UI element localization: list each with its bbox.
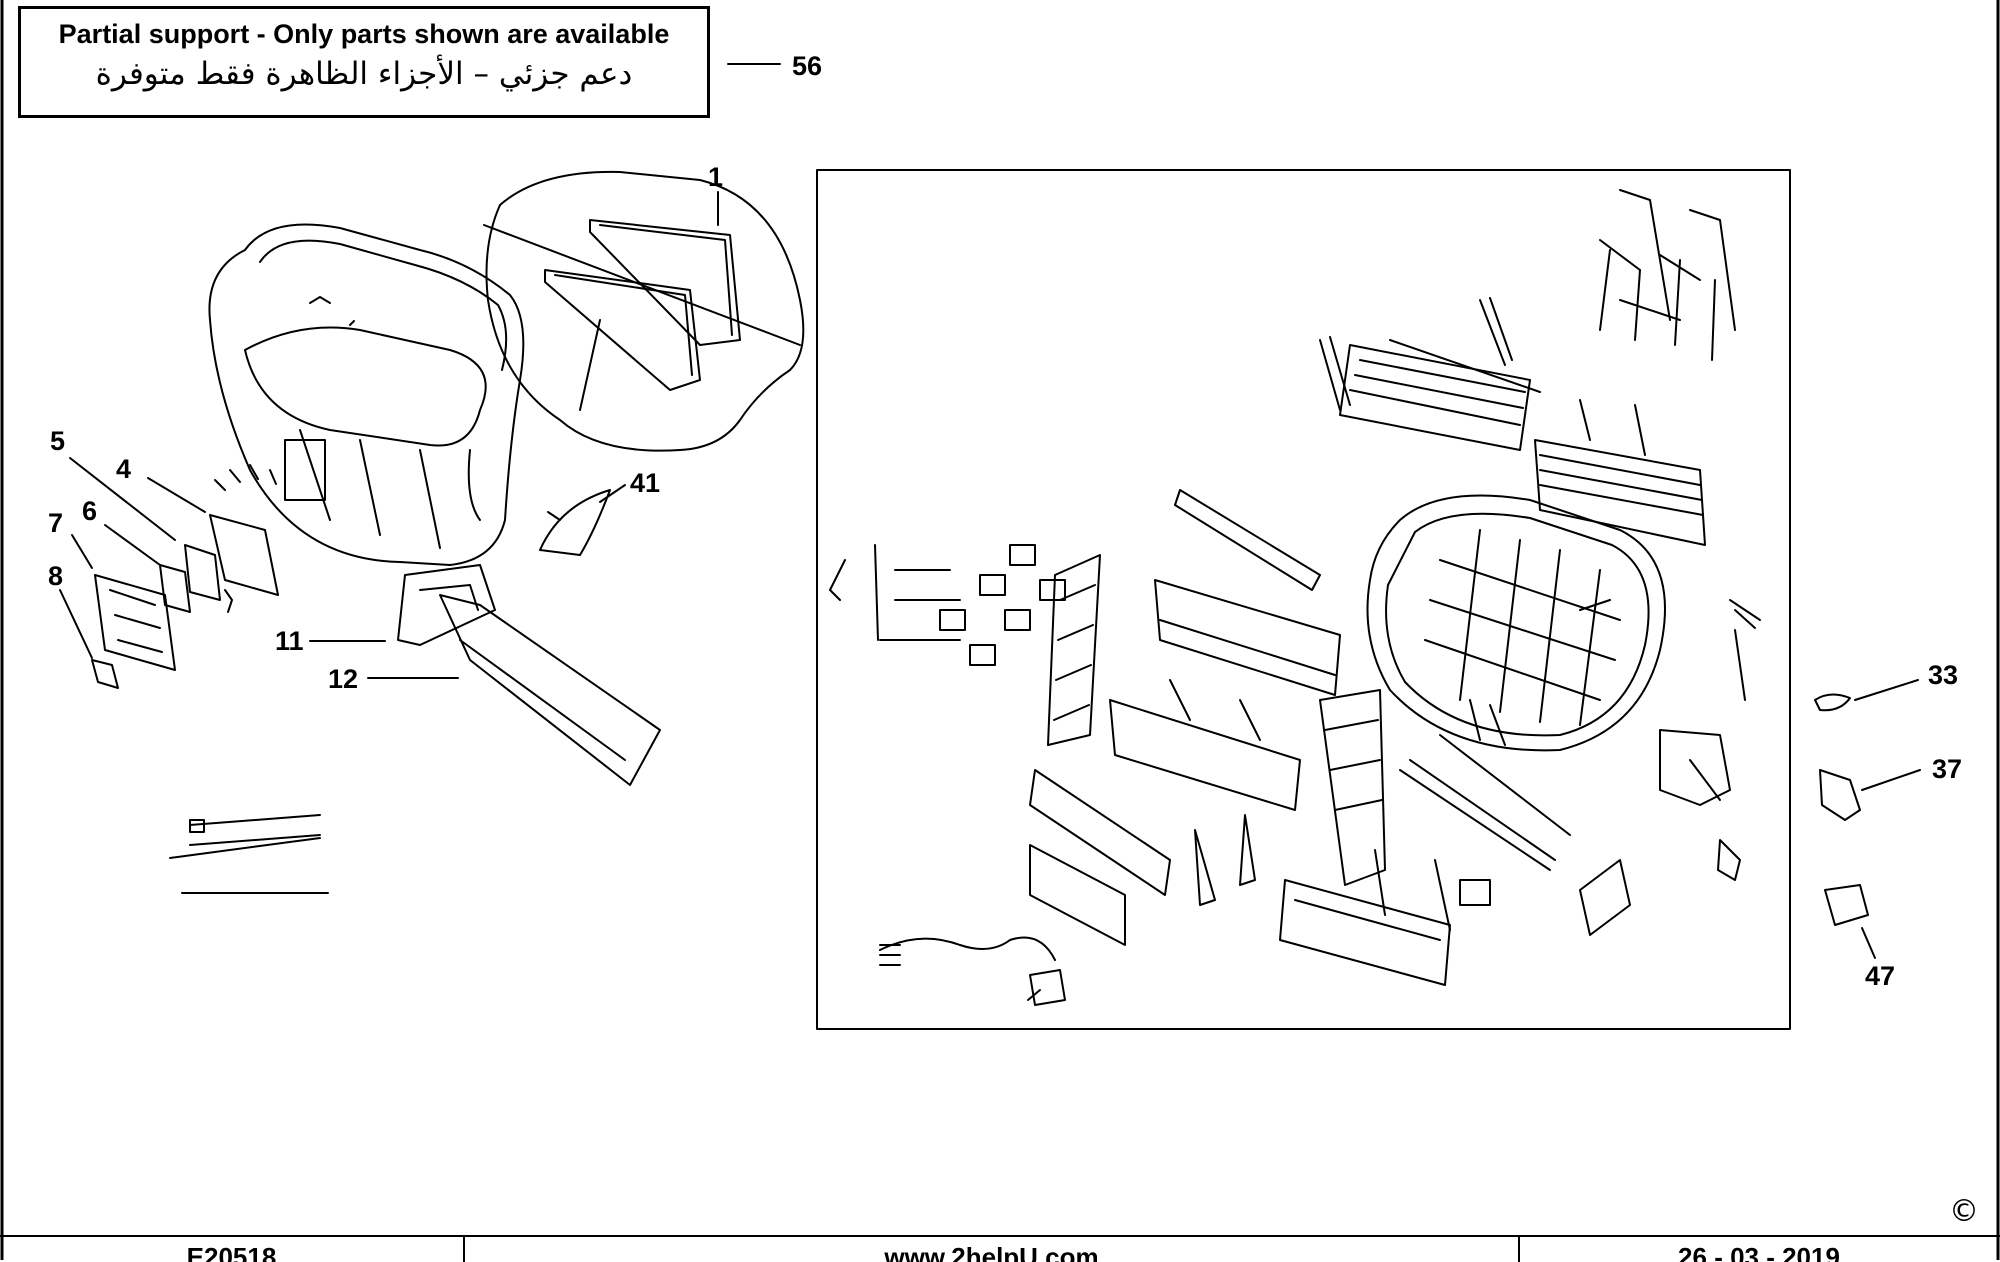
- lever-and-springs: [1579, 599, 1761, 936]
- callout-5: 5: [50, 426, 65, 456]
- callout-47: 47: [1865, 961, 1895, 991]
- element-assembly: [1319, 689, 1571, 886]
- part-47-switch: [1824, 884, 1869, 926]
- callout-12: 12: [328, 664, 358, 694]
- title-block-footer: E20518 www.2helpU.com 26 - 03 - 2019: [0, 1235, 2000, 1262]
- leader-7: [71, 534, 93, 569]
- control-panel-group: [91, 464, 279, 689]
- clips-and-screws: [829, 544, 1611, 906]
- notice-english-text: Partial support - Only parts shown are a…: [58, 19, 670, 49]
- crumb-tray: [397, 564, 661, 786]
- part-33-washer: [1814, 693, 1851, 712]
- part-41-trim: [539, 489, 611, 556]
- detail-inset-frame: [816, 169, 1791, 1030]
- heating-frames: [1047, 489, 1341, 811]
- footer-website[interactable]: www.2helpU.com: [884, 1242, 1099, 1262]
- notice-arabic-text: دعم جزئي – الأجزاء الظاهرة فقط متوفرة: [95, 56, 633, 92]
- part-41-pin: [547, 511, 561, 521]
- reflector-plate: [1534, 399, 1706, 546]
- footer-divider-2: [1518, 1237, 1520, 1262]
- partial-support-notice: Partial support - Only parts shown are a…: [18, 6, 710, 118]
- housing-shell: [208, 223, 525, 566]
- callout-37: 37: [1932, 754, 1962, 784]
- leader-37: [1861, 769, 1921, 791]
- toaster-base: [1366, 494, 1666, 752]
- callout-41: 41: [630, 468, 660, 498]
- leader-5: [69, 457, 176, 541]
- top-cover: [483, 170, 805, 452]
- callout-1: 1: [708, 162, 723, 192]
- leader-41: [599, 484, 626, 503]
- callout-11: 11: [275, 626, 304, 656]
- callout-6: 6: [82, 496, 97, 526]
- leader-6: [104, 524, 161, 566]
- footer-model-number: E20518: [186, 1242, 277, 1262]
- part-37-bracket: [1819, 769, 1861, 821]
- cable-set: [169, 814, 329, 894]
- guide-strips: [1319, 297, 1541, 451]
- callout-33: 33: [1928, 660, 1958, 690]
- copyright-mark: ©: [1949, 1194, 1979, 1229]
- footer-divider-1: [463, 1237, 465, 1262]
- leader-8: [59, 589, 93, 659]
- leader-4: [147, 477, 206, 513]
- lower-plates: [1029, 769, 1451, 986]
- callout-8: 8: [48, 561, 63, 591]
- wire-racks: [1599, 189, 1736, 361]
- callout-7: 7: [48, 508, 63, 538]
- leader-33: [1854, 679, 1919, 701]
- callout-4: 4: [116, 454, 131, 484]
- leader-47: [1861, 927, 1876, 959]
- callout-56: 56: [792, 51, 822, 81]
- power-cord-plug: [879, 936, 1066, 1006]
- footer-date: 26 - 03 - 2019: [1678, 1242, 1840, 1262]
